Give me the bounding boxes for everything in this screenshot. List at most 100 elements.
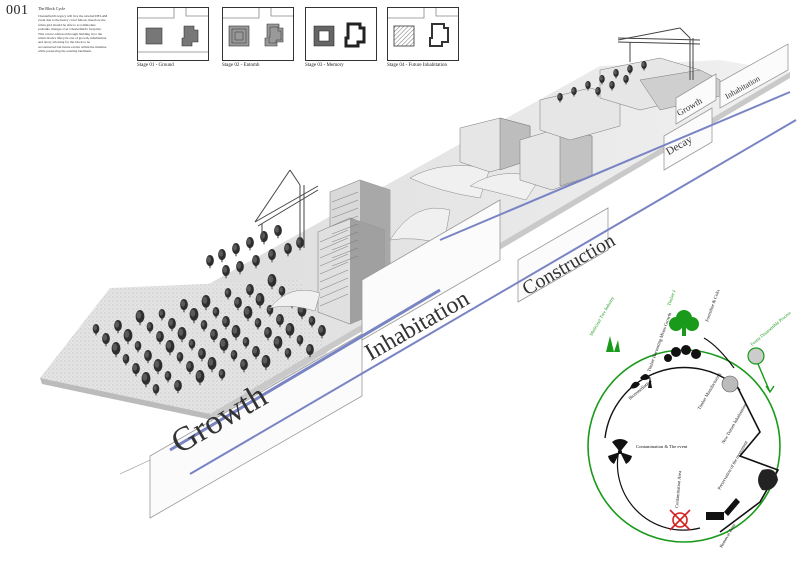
- tree-icon: [218, 249, 226, 263]
- tree-icon: [260, 231, 268, 245]
- sheet-number: 001: [6, 3, 29, 18]
- tree-icon: [232, 243, 240, 257]
- stage-01: Stage 01 - Ground: [137, 7, 209, 68]
- biohazard-crossed-icon: [669, 509, 691, 531]
- window-band: [331, 199, 359, 211]
- cycle-label-disassemble: Forest Disassemble Process: [749, 310, 791, 347]
- tree-icon: [285, 323, 295, 339]
- distant-trees: [557, 61, 647, 103]
- tree-icon: [240, 359, 248, 373]
- tree-icon: [595, 87, 601, 97]
- debris-mound-icon: [758, 469, 778, 491]
- sheet-title: The Block Cycle: [38, 6, 66, 11]
- tree-icon: [246, 237, 254, 251]
- tree-icon: [274, 225, 282, 239]
- tree-icon: [252, 255, 260, 269]
- window-band: [319, 253, 349, 267]
- bioremediation-plant-icon: [630, 374, 652, 389]
- tree-icon: [242, 337, 250, 349]
- tree-icon: [200, 320, 208, 332]
- tree-icon: [219, 338, 229, 354]
- window-band: [331, 223, 359, 235]
- cycle-label-formalise: Formalise & Colonisation: [704, 290, 725, 322]
- tree-icon: [144, 350, 152, 364]
- stage-04-label: Stage 04 - Future Inhabitation: [387, 63, 447, 68]
- window-band: [319, 237, 349, 251]
- tree-icon: [585, 81, 591, 91]
- tree-icon: [135, 310, 145, 326]
- stage-02-plan: [222, 7, 294, 61]
- tree-green-icon: [669, 310, 699, 336]
- tree-icon: [236, 261, 244, 275]
- tree-icon: [609, 81, 615, 91]
- window-band: [331, 239, 359, 251]
- stage-02: Stage 02 - Entomb: [222, 7, 294, 68]
- excavator-icon: [706, 498, 740, 520]
- tree-icon: [641, 61, 647, 71]
- tree-icon: [613, 69, 619, 79]
- tree-icon: [174, 380, 182, 394]
- tree-icon: [276, 314, 284, 328]
- tree-icon: [218, 369, 226, 381]
- cycle-arc-jagged: [719, 379, 780, 533]
- black-arrow-icon: [703, 337, 735, 369]
- tree-icon: [284, 243, 292, 257]
- tree-icon: [254, 318, 262, 330]
- tree-icon: [141, 372, 151, 388]
- window-band: [331, 231, 359, 243]
- window-band: [319, 293, 349, 307]
- tree-icon: [114, 320, 122, 334]
- tree-icon: [152, 384, 160, 396]
- window-band: [319, 245, 349, 259]
- window-band: [331, 191, 359, 203]
- cycle-diagram: Medicinal Tree Industry Timber Forest In…: [587, 290, 792, 549]
- tree-icon: [231, 325, 241, 341]
- tree-icon: [273, 336, 283, 352]
- tree-icon: [188, 339, 196, 351]
- mound-icon: [721, 375, 739, 393]
- tree-icon: [234, 297, 242, 311]
- tree-icon: [207, 357, 217, 373]
- tree-icon: [278, 286, 286, 298]
- window-band: [319, 269, 349, 283]
- tree-icon: [222, 265, 230, 279]
- tree-icon: [180, 299, 188, 313]
- tree-icon: [132, 363, 140, 377]
- timber-forest-icon: [664, 345, 701, 362]
- cycle-label-contamination: Contamination & The event: [636, 444, 688, 449]
- tree-icon: [156, 331, 164, 345]
- cycle-label-timber-manufacturing: Timber Manufacturing: [697, 371, 723, 410]
- tree-icon: [268, 249, 276, 263]
- tree-icon: [146, 322, 154, 334]
- tree-icon: [168, 318, 176, 332]
- cycle-arc-outer: [604, 366, 741, 439]
- tree-icon: [122, 354, 130, 366]
- stage-03: Stage 03 - Memory: [305, 7, 377, 68]
- cycle-label-new-datum: New Datum Inhabitation: [721, 402, 749, 445]
- timeline-panels: [119, 43, 797, 519]
- cycle-label-medicinal: Medicinal Tree Industry: [589, 295, 616, 337]
- tree-icon: [186, 361, 194, 375]
- window-band: [331, 207, 359, 219]
- tree-icon: [627, 65, 633, 75]
- cycle-label-timber-harvest: Timber Harvesting Mixes Growth: [646, 311, 672, 372]
- radiation-icon: [608, 438, 632, 464]
- window-band: [319, 285, 349, 299]
- tree-icon: [134, 341, 142, 353]
- tree-icon: [206, 255, 214, 269]
- green-node-icon: [747, 347, 765, 365]
- tree-icon: [198, 348, 206, 362]
- tree-icon: [246, 284, 254, 298]
- forest-growth-zone: [92, 225, 326, 396]
- tree-icon: [195, 370, 205, 386]
- tree-icon: [123, 329, 133, 345]
- tree-icon: [296, 335, 304, 347]
- stage-03-label: Stage 03 - Memory: [305, 63, 344, 68]
- window-band: [331, 255, 359, 267]
- tree-icon: [571, 87, 577, 97]
- tree-icon: [255, 293, 265, 309]
- window-band: [331, 247, 359, 259]
- tree-icon: [111, 342, 121, 358]
